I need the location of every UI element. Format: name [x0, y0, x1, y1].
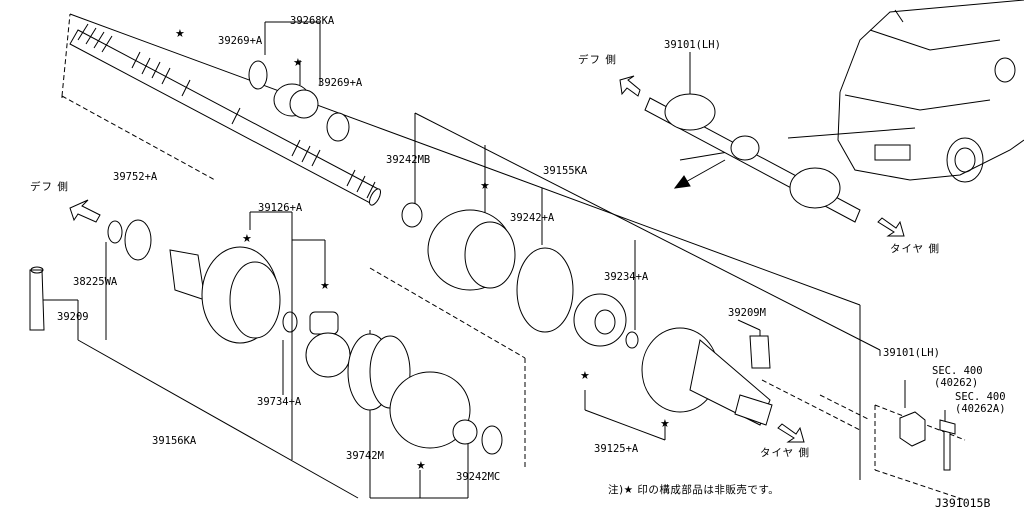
diagram-code: J391015B: [935, 496, 991, 510]
label-39734A: 39734+A: [257, 396, 302, 408]
label-39126A: 39126+A: [258, 202, 303, 214]
label-38225WA: 38225WA: [73, 276, 118, 288]
label-39269A-mid: 39269+A: [318, 77, 363, 89]
label-39156KA: 39156KA: [152, 435, 197, 447]
star-mark: ★: [175, 27, 185, 40]
star-mark: ★: [480, 179, 490, 192]
label-39269A-top: 39269+A: [218, 35, 263, 47]
label-sec400-a: SEC. 400: [932, 365, 983, 377]
drive-shaft: [69, 23, 382, 206]
star-mark: ★: [660, 417, 670, 430]
label-39101LH-top: 39101(LH): [664, 39, 721, 51]
label-39101LH-right: 39101(LH): [883, 347, 940, 359]
assembled-shaft: [644, 93, 916, 223]
frame-lines: [42, 13, 966, 501]
label-tire-side-bottom: タイヤ 側: [760, 447, 811, 459]
middle-boot-group: [401, 202, 639, 349]
label-diff-side-top: デフ 側: [578, 54, 617, 66]
inner-joint-group: [29, 219, 351, 378]
label-39242MC: 39242MC: [456, 471, 501, 483]
label-39234A: 39234+A: [604, 271, 649, 283]
label-39268KA: 39268KA: [290, 15, 335, 27]
upper-boot-group: [248, 60, 350, 142]
label-39155KA: 39155KA: [543, 165, 588, 177]
label-sec400-a-sub: (40262): [934, 377, 979, 389]
outer-joint: [641, 327, 773, 426]
label-39209: 39209: [57, 311, 89, 323]
label-sec400-b-sub: (40262A): [955, 403, 1006, 415]
lower-boot-group: [347, 333, 503, 455]
footnote: 注)★ 印の構成部品は非販売です。: [608, 484, 780, 496]
label-39742M: 39742M: [346, 450, 384, 462]
star-mark: ★: [242, 232, 252, 245]
star-mark: ★: [293, 56, 303, 69]
direction-arrows: [69, 75, 905, 443]
label-tire-side-right: タイヤ 側: [890, 243, 941, 255]
nut-and-cotter-pin: [899, 411, 956, 471]
label-39752A: 39752+A: [113, 171, 158, 183]
star-mark: ★: [580, 369, 590, 382]
label-diff-side-left: デフ 側: [30, 181, 69, 193]
label-sec400-b: SEC. 400: [955, 391, 1006, 403]
label-39242MB: 39242MB: [386, 154, 431, 166]
label-39125A: 39125+A: [594, 443, 639, 455]
label-39242A: 39242+A: [510, 212, 555, 224]
label-39209M: 39209M: [728, 307, 766, 319]
star-mark: ★: [320, 279, 330, 292]
car-illustration: [837, 0, 1024, 183]
star-mark: ★: [416, 459, 426, 472]
